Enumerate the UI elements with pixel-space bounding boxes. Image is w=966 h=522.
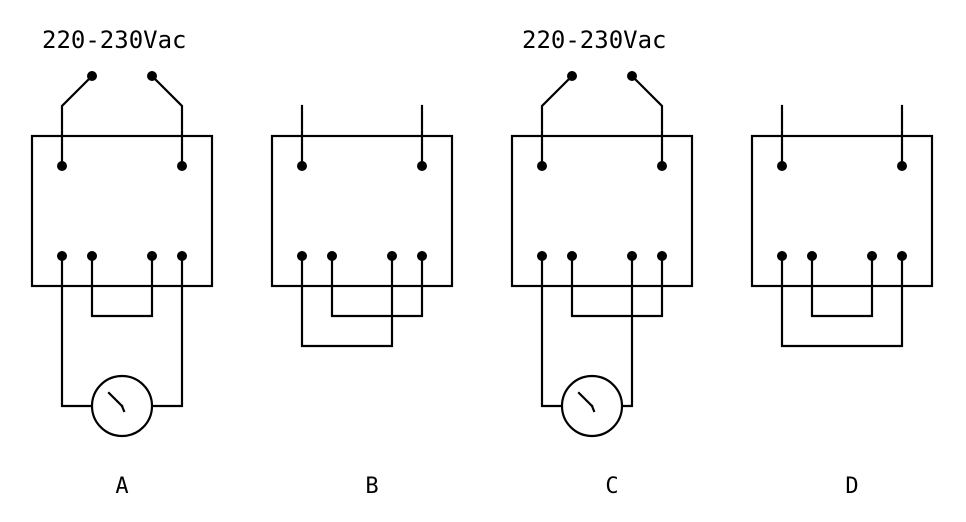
supply-label-a: 220-230Vac <box>42 26 187 54</box>
meter-wire-right <box>620 254 634 408</box>
supply-label-c: 220-230Vac <box>522 26 667 54</box>
meter-wire-left <box>60 254 94 408</box>
primary-terminal <box>537 161 547 171</box>
link-wire <box>570 254 664 318</box>
primary-terminal <box>897 161 907 171</box>
supply-wire-right <box>150 74 184 168</box>
meter-wire-right <box>150 254 184 408</box>
voltmeter-icon <box>560 374 624 438</box>
voltmeter-icon <box>90 374 154 438</box>
diagram-b: B <box>270 104 454 499</box>
primary-terminal <box>417 161 427 171</box>
primary-terminal <box>297 161 307 171</box>
primary-terminal <box>777 161 787 171</box>
caption-c: C <box>605 474 618 499</box>
link-wire <box>330 254 424 318</box>
supply-wire-left <box>540 74 574 168</box>
diagram-c: 220-230Vac C <box>510 26 694 499</box>
link-wire <box>780 254 904 348</box>
supply-wire-right <box>630 74 664 168</box>
caption-b: B <box>365 474 378 499</box>
link-wire <box>300 254 394 348</box>
diagram-d: D <box>750 104 934 499</box>
meter-wire-left <box>540 254 564 408</box>
transformer-box <box>510 134 694 288</box>
transformer-box <box>270 134 454 288</box>
transformer-box <box>750 134 934 288</box>
diagram-a: 220-230Vac A <box>30 26 214 499</box>
caption-a: A <box>115 474 128 499</box>
supply-wire-left <box>60 74 94 168</box>
caption-d: D <box>845 474 858 499</box>
primary-terminal <box>57 161 67 171</box>
link-wire <box>90 254 154 318</box>
link-wire <box>810 254 874 318</box>
primary-terminal <box>177 161 187 171</box>
transformer-box <box>30 134 214 288</box>
primary-terminal <box>657 161 667 171</box>
